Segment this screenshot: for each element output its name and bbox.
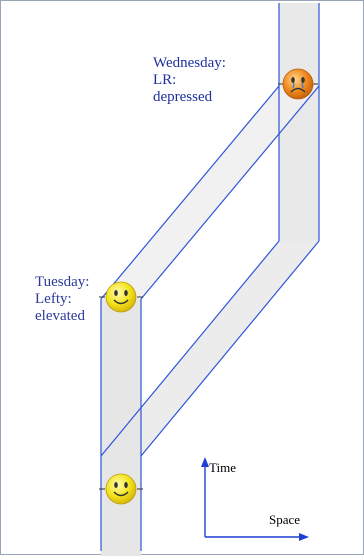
smiley-face-icon [99,281,143,313]
time-axis-label: Time [209,460,236,475]
tuesday-label-day: Tuesday: [35,274,90,290]
smiley-face-icon [99,473,143,505]
frowning-face-icon [278,68,318,100]
right-vertical-band [279,3,319,241]
upper-diag-edge-b [140,85,320,300]
time-axis-arrow-icon [201,457,209,467]
worldline-edges [100,3,320,551]
wednesday-label-state: depressed [153,89,213,105]
tuesday-label-state: elevated [35,308,85,324]
space-axis-arrow-icon [299,533,309,541]
upper-diag-edge-a [100,85,280,300]
lower-diag-edge-b [140,240,320,457]
wednesday-label-day: Wednesday: [153,55,226,71]
left-vertical-band [101,299,141,556]
upper-diagonal-band [101,86,319,299]
tuesday-label: Tuesday: Lefty: elevated [35,274,89,325]
tuesday-label-person: Lefty: [35,291,72,307]
space-axis-label: Space [269,512,301,527]
axes [201,457,309,541]
wednesday-label-person: LR: [153,72,177,88]
wednesday-label: Wednesday: LR: depressed [153,55,226,106]
lower-diag-edge-a [100,240,280,457]
lower-diagonal-band [101,241,319,456]
